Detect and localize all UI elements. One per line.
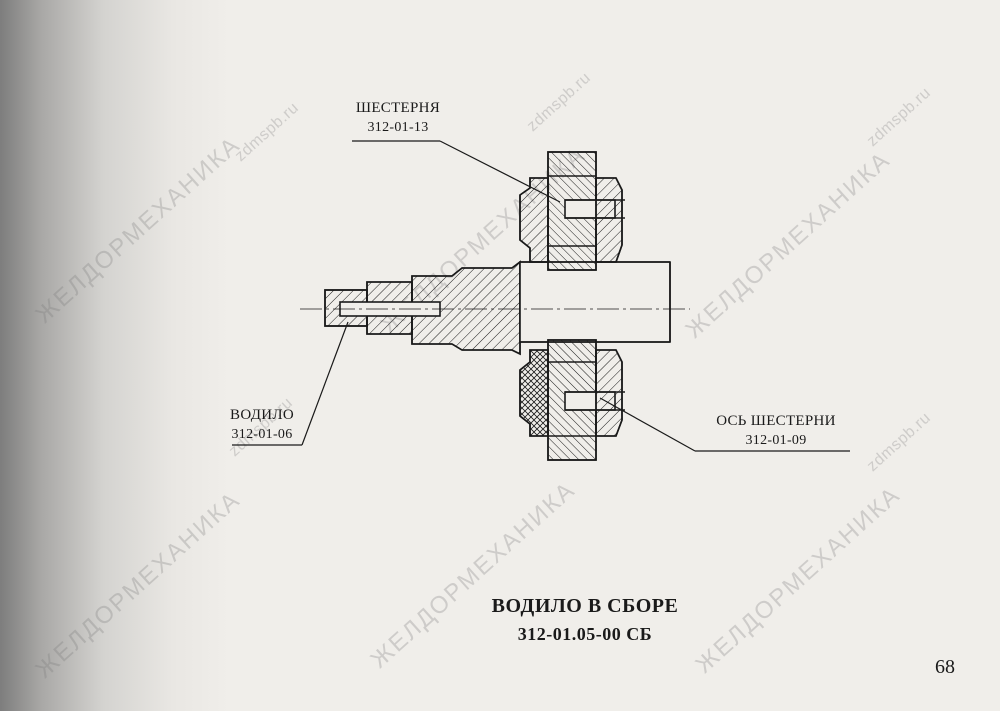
callout-gear-code: 312-01-13 [367, 120, 429, 135]
upper-carrier-plate [519, 177, 623, 263]
caption-title: ВОДИЛО В СБОРЕ [491, 595, 679, 617]
drawing-caption: ВОДИЛО В СБОРЕ 312-01.05-00 СБ [430, 592, 740, 648]
callout-carrier: ВОДИЛО 312-01-06 [222, 405, 302, 445]
callout-gear-axle-code: 312-01-09 [745, 433, 807, 448]
scan-shadow [0, 0, 230, 711]
lower-carrier-plate [519, 349, 623, 437]
upper-gear [547, 151, 625, 271]
carrier-shaft [300, 260, 690, 356]
callout-gear-axle: ОСЬ ШЕСТЕРНИ 312-01-09 [700, 411, 852, 451]
page-number: 68 [935, 656, 955, 678]
callout-carrier-name: ВОДИЛО [230, 407, 294, 423]
callout-gear: ШЕСТЕРНЯ 312-01-13 [352, 98, 444, 138]
callout-gear-name: ШЕСТЕРНЯ [355, 100, 441, 116]
caption-designation: 312-01.05-00 СБ [517, 624, 653, 644]
callout-carrier-code: 312-01-06 [231, 427, 293, 442]
lower-gear [547, 339, 625, 461]
callout-gear-axle-name: ОСЬ ШЕСТЕРНИ [716, 413, 836, 429]
leader-lines [232, 140, 850, 452]
